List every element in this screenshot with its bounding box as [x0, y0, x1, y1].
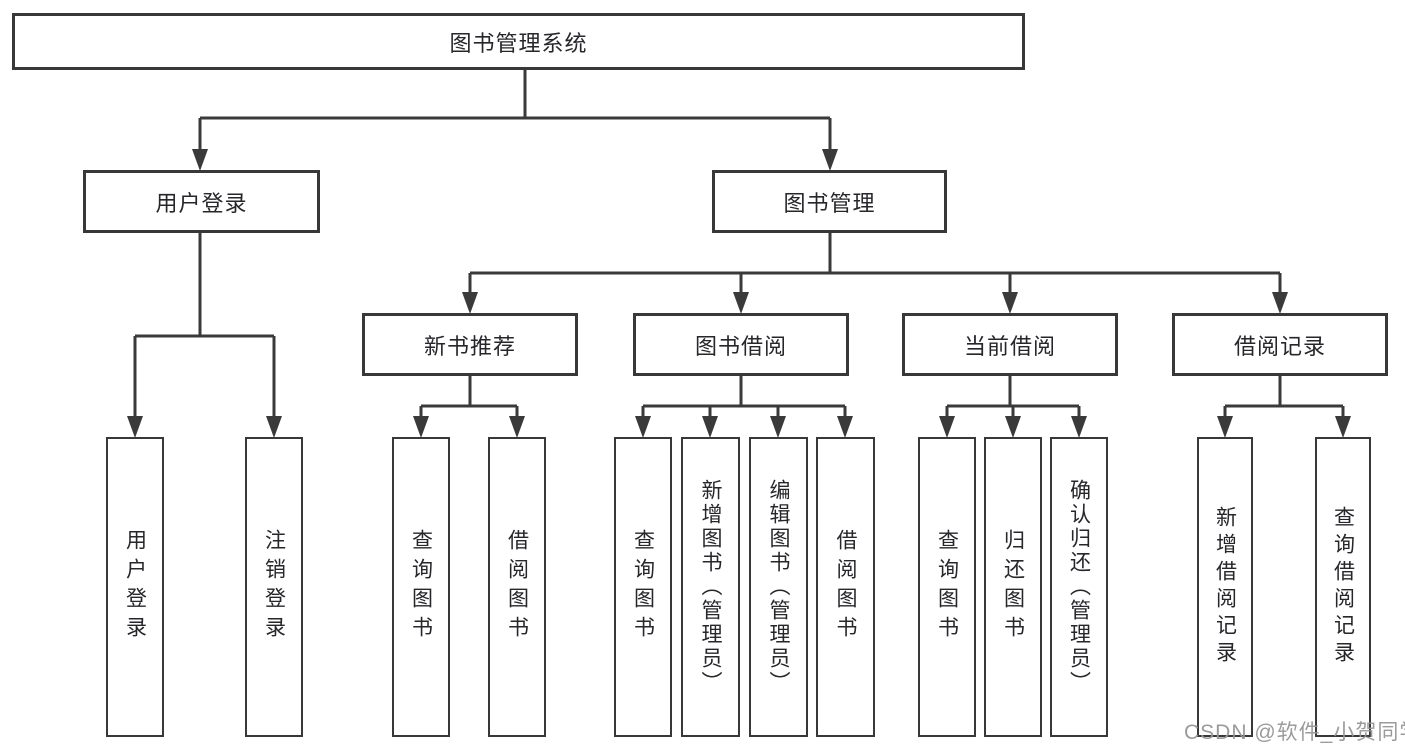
node-book-borrowing: 图书借阅	[633, 313, 849, 376]
leaf-user-login: 用户登录	[106, 437, 164, 737]
csdn-watermark: CSDN @软件_小贺同学	[1184, 721, 1405, 744]
node-user-login: 用户登录	[83, 170, 320, 233]
leaf-logout: 注销登录	[245, 437, 303, 737]
leaf-query-books: 查询图书	[392, 437, 450, 737]
arrow-icon	[509, 416, 525, 438]
connector-paths	[133, 70, 1345, 421]
leaf-query-books: 查询图书	[614, 437, 672, 737]
arrow-icon	[1002, 292, 1018, 314]
leaf-add-books-admin: 新增图书（管理员）	[681, 437, 740, 737]
arrow-icon	[1272, 292, 1288, 314]
node-root-library-system: 图书管理系统	[12, 13, 1025, 70]
leaf-return-books: 归还图书	[984, 437, 1042, 737]
arrow-icon	[939, 416, 955, 438]
arrow-icon	[702, 416, 718, 438]
node-borrowing-records: 借阅记录	[1172, 313, 1388, 376]
arrow-icon	[127, 416, 143, 438]
arrow-icon	[822, 149, 838, 171]
arrow-icon	[1005, 416, 1021, 438]
leaf-query-books: 查询图书	[918, 437, 976, 737]
leaf-edit-books-admin: 编辑图书（管理员）	[749, 437, 808, 737]
arrow-icon	[837, 416, 853, 438]
node-new-book-recommend: 新书推荐	[362, 313, 578, 376]
arrow-icon	[635, 416, 651, 438]
arrow-icon	[770, 416, 786, 438]
arrow-icon	[1217, 416, 1233, 438]
arrow-icon	[1071, 416, 1087, 438]
arrow-icon	[462, 292, 478, 314]
node-book-management: 图书管理	[712, 170, 947, 233]
leaf-borrow-books: 借阅图书	[816, 437, 875, 737]
arrow-icon	[1335, 416, 1351, 438]
arrow-icon	[413, 416, 429, 438]
node-current-borrowing: 当前借阅	[902, 313, 1118, 376]
leaf-add-borrow-record: 新增借阅记录	[1197, 437, 1253, 737]
leaf-confirm-return-admin: 确认归还（管理员）	[1050, 437, 1108, 737]
leaf-borrow-books: 借阅图书	[488, 437, 546, 737]
leaf-query-borrow-record: 查询借阅记录	[1315, 437, 1371, 737]
arrow-icon	[733, 292, 749, 314]
arrow-icon	[266, 416, 282, 438]
arrow-icon	[192, 149, 208, 171]
